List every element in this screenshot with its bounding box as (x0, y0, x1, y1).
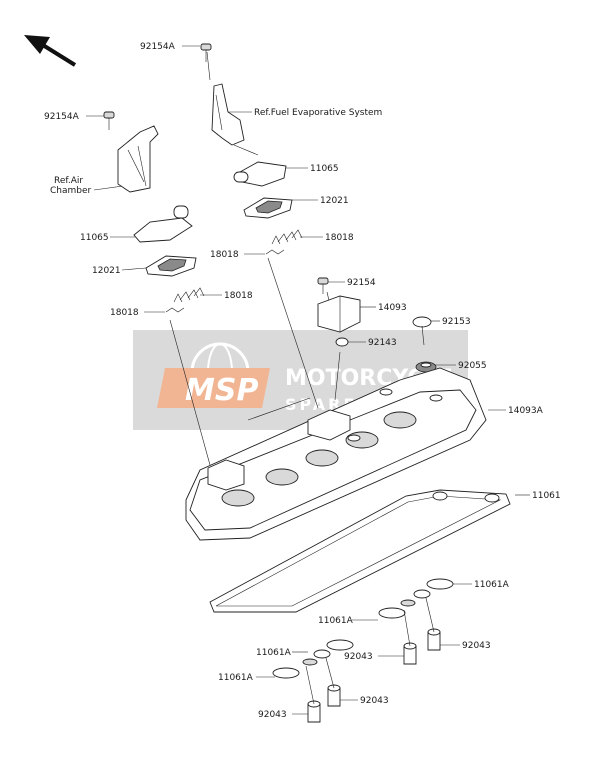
label-11065-right: 11065 (310, 164, 339, 174)
bolt-92154A-top (200, 43, 212, 62)
cylinder-head-cover-14093A (185, 367, 487, 541)
cap-11065-right (233, 161, 287, 187)
label-18018-left-2: 18018 (110, 308, 139, 318)
label-11061: 11061 (532, 491, 561, 501)
label-14093A: 14093A (508, 406, 544, 416)
label-92043-3: 92043 (360, 696, 389, 706)
label-92154A-top: 92154A (140, 42, 176, 52)
label-11061A-2: 11061A (318, 616, 354, 626)
label-ref-air-2: Chamber (50, 186, 92, 196)
label-11061A-4: 11061A (218, 673, 254, 683)
label-92043-2: 92043 (344, 652, 373, 662)
bracket-air-chamber (117, 125, 159, 193)
gasket-11061 (209, 489, 511, 613)
label-18018-right-1: 18018 (325, 233, 354, 243)
collar-92043-d (307, 700, 321, 723)
bolt-92154A-left (103, 111, 115, 130)
label-92043-1: 92043 (462, 641, 491, 651)
clips-18018-left (165, 287, 205, 313)
collar-92043-c (327, 684, 341, 707)
watermark: MSP MOTORCYCLE SPARE PARTS (133, 330, 468, 430)
label-92043-4: 92043 (258, 710, 287, 720)
label-11065-left: 11065 (80, 233, 109, 243)
clips-18018-right (265, 229, 303, 255)
washer-92143 (335, 337, 349, 347)
bolt-92153 (412, 316, 432, 346)
gasket-12021-right (243, 197, 293, 219)
plug-guide-lines (305, 597, 435, 705)
label-92143: 92143 (368, 338, 397, 348)
block-14093 (317, 295, 361, 333)
gasket-12021-left (145, 255, 197, 277)
label-92055: 92055 (458, 361, 487, 371)
collar-92043-b (403, 642, 417, 665)
label-11061A-1: 11061A (474, 580, 510, 590)
label-92154A-left: 92154A (44, 112, 80, 122)
label-18018-right-2: 18018 (210, 250, 239, 260)
collar-92043-a (427, 628, 441, 651)
watermark-logo: MSP (185, 373, 258, 408)
label-12021-right: 12021 (320, 196, 349, 206)
part-labels: 92154A Ref.Fuel Evaporative System 11065… (44, 42, 561, 720)
label-92154: 92154 (347, 278, 376, 288)
label-18018-left-1: 18018 (224, 291, 253, 301)
label-14093: 14093 (378, 303, 407, 313)
grommet-92055 (415, 361, 437, 373)
seal-set-2 (272, 639, 354, 679)
front-arrow-icon (24, 35, 77, 67)
label-ref-fuel: Ref.Fuel Evaporative System (254, 108, 382, 118)
label-12021-left: 12021 (92, 266, 121, 276)
label-11061A-3: 11061A (256, 648, 292, 658)
label-ref-air-1: Ref.Air (54, 176, 83, 186)
label-92153: 92153 (442, 317, 471, 327)
cap-11065-left (133, 205, 193, 243)
bracket-fuel-evap (211, 83, 245, 146)
bolt-92154 (317, 277, 329, 294)
seal-set-1 (378, 578, 454, 619)
